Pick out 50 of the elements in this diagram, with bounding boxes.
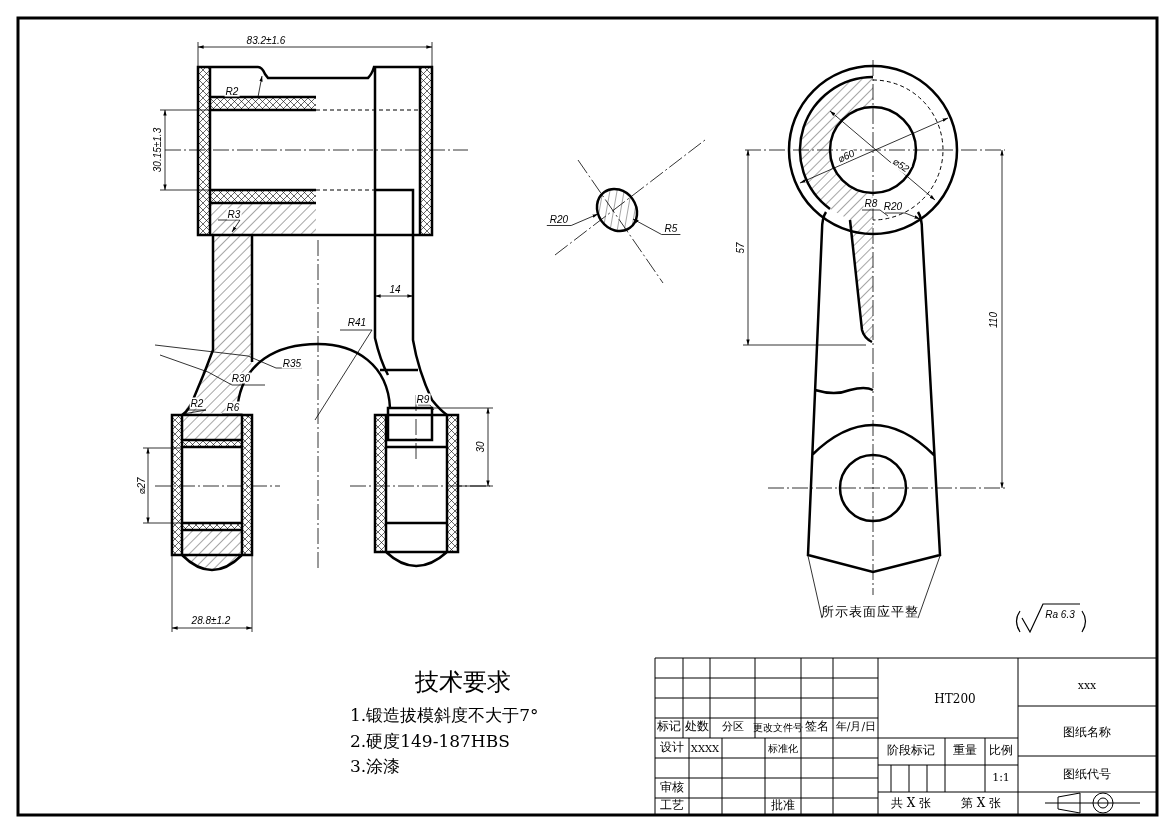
title-block-text: 批准 — [771, 799, 795, 813]
dimension-label: R6 — [225, 401, 241, 413]
leader-line — [807, 555, 823, 619]
dimension-label: 30.15±1.3 — [151, 126, 163, 174]
title-block-text: HT200 — [934, 693, 976, 707]
title-block-text: 图纸名称 — [1063, 726, 1111, 740]
dimension-label: R35 — [281, 357, 303, 369]
dimension-label: R3 — [226, 208, 242, 220]
dimension-label: R41 — [346, 316, 368, 328]
note-text: 3.涂漆 — [350, 756, 401, 776]
title-block-text: 工艺 — [660, 799, 684, 813]
title-block-text: 签名 — [805, 720, 829, 734]
title-block-text: xxx — [1077, 679, 1097, 693]
dimension-label: R20 — [548, 213, 570, 225]
title-block-text: 标准化 — [768, 742, 798, 754]
title-block-text: 标记 — [657, 720, 681, 734]
title-block-text: 第 X 张 — [960, 797, 1002, 811]
title-block-text: 共 X 张 — [890, 797, 932, 811]
dimension-label: 30 — [474, 440, 486, 454]
dimension-label: 57 — [734, 241, 746, 255]
dimension-label: R2 — [224, 85, 240, 97]
dimension-label: 110 — [987, 311, 999, 329]
dimension-label: R9 — [415, 393, 431, 405]
title-block-text: 分区 — [722, 720, 744, 734]
notes-heading: 技术要求 — [415, 668, 511, 696]
title-block-text: 处数 — [685, 720, 709, 734]
title-block-text: 阶段标记 — [887, 744, 935, 758]
dimension-label: R20 — [882, 200, 904, 212]
dimension-label: R2 — [189, 397, 205, 409]
dimension-label: R8 — [863, 197, 879, 209]
dimension-label: 14 — [388, 283, 402, 295]
note-text: 2.硬度149-187HBS — [350, 731, 510, 751]
title-block-text: 更改文件号 — [753, 721, 803, 733]
title-block-text: 比例 — [989, 744, 1013, 758]
title-block-text: 1:1 — [992, 771, 1010, 785]
title-block-text: 年/月/日 — [835, 720, 877, 734]
dimension-label: 83.2±1.6 — [245, 34, 287, 46]
note-text: 所示表面应平整 — [821, 604, 919, 620]
title-block-text: XXXX — [690, 742, 720, 754]
title-block-text: 图纸代号 — [1063, 768, 1111, 782]
note-text: 1.锻造拔模斜度不大于7° — [350, 705, 539, 725]
title-block-text: 设计 — [660, 741, 684, 755]
title-block-text: 重量 — [953, 744, 977, 758]
leader-line — [917, 555, 941, 619]
dimension-label: R30 — [230, 372, 252, 384]
dimension-label: R5 — [663, 222, 679, 234]
roughness-value: Ra 6.3 — [1044, 608, 1076, 620]
title-block-text: 审核 — [660, 781, 684, 795]
dimension-label: 28.8±1.2 — [190, 614, 232, 626]
dimension-label: ⌀27 — [135, 476, 147, 496]
